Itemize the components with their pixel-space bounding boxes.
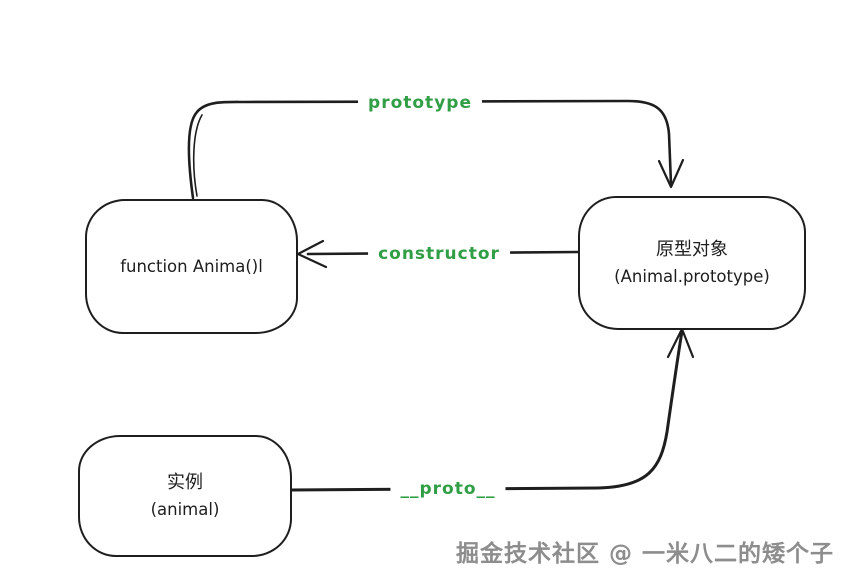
proto-arrow — [287, 327, 695, 492]
watermark-text: 掘金技术社区 @ 一米八二的矮个子 — [455, 541, 834, 567]
proto-edge-label: __proto__ — [390, 477, 506, 501]
arrowhead-left-icon — [296, 239, 328, 269]
prototype-object-title: 原型对象 — [656, 239, 728, 261]
instance-subtitle: (animal) — [150, 500, 220, 520]
constructor-edge-label: constructor — [368, 242, 510, 266]
prototype-object-subtitle: (Animal.prototype) — [614, 267, 770, 287]
function-box: function Anima()l — [85, 199, 298, 334]
arrowhead-up-icon — [666, 327, 695, 359]
prototype-arrow — [187, 99, 685, 200]
instance-box: 实例 (animal) — [78, 435, 292, 557]
arrowhead-down-icon — [657, 158, 685, 189]
function-box-label: function Anima()l — [120, 256, 263, 276]
prototype-object-box: 原型对象 (Animal.prototype) — [578, 196, 806, 330]
prototype-edge-label: prototype — [358, 91, 482, 115]
instance-title: 实例 — [167, 472, 203, 494]
